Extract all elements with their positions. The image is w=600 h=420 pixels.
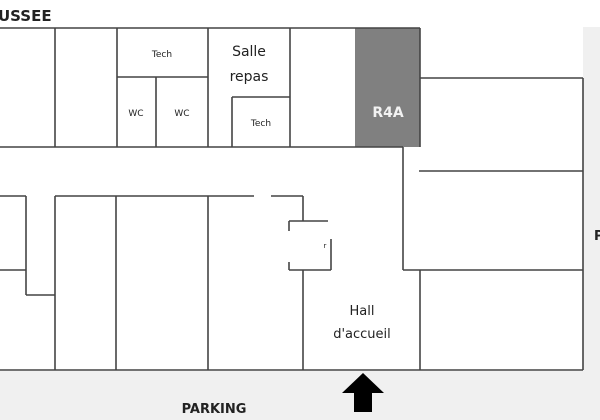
room-tech-small: Tech (250, 119, 271, 129)
floor-title: USSEE (0, 7, 52, 25)
room-salle-repas-line1: Salle (232, 44, 266, 60)
walls (0, 27, 584, 371)
room-wc-1: WC (128, 109, 143, 119)
room-small-label: r (324, 242, 327, 250)
room-r4a-label[interactable]: R4A (372, 105, 404, 121)
outside-area-right (583, 27, 600, 420)
room-hall-line2: d'accueil (333, 327, 391, 342)
room-tech-top: Tech (151, 50, 172, 60)
room-r4a-highlight[interactable] (355, 28, 420, 147)
room-wc-2: WC (174, 109, 189, 119)
entrance-arrow-icon (342, 373, 384, 412)
room-salle-repas-line2: repas (230, 69, 269, 85)
parking-label: PARKING (182, 402, 247, 417)
outside-area-parking (0, 371, 600, 420)
room-hall-line1: Hall (350, 304, 375, 319)
right-side-label: P (594, 229, 600, 244)
